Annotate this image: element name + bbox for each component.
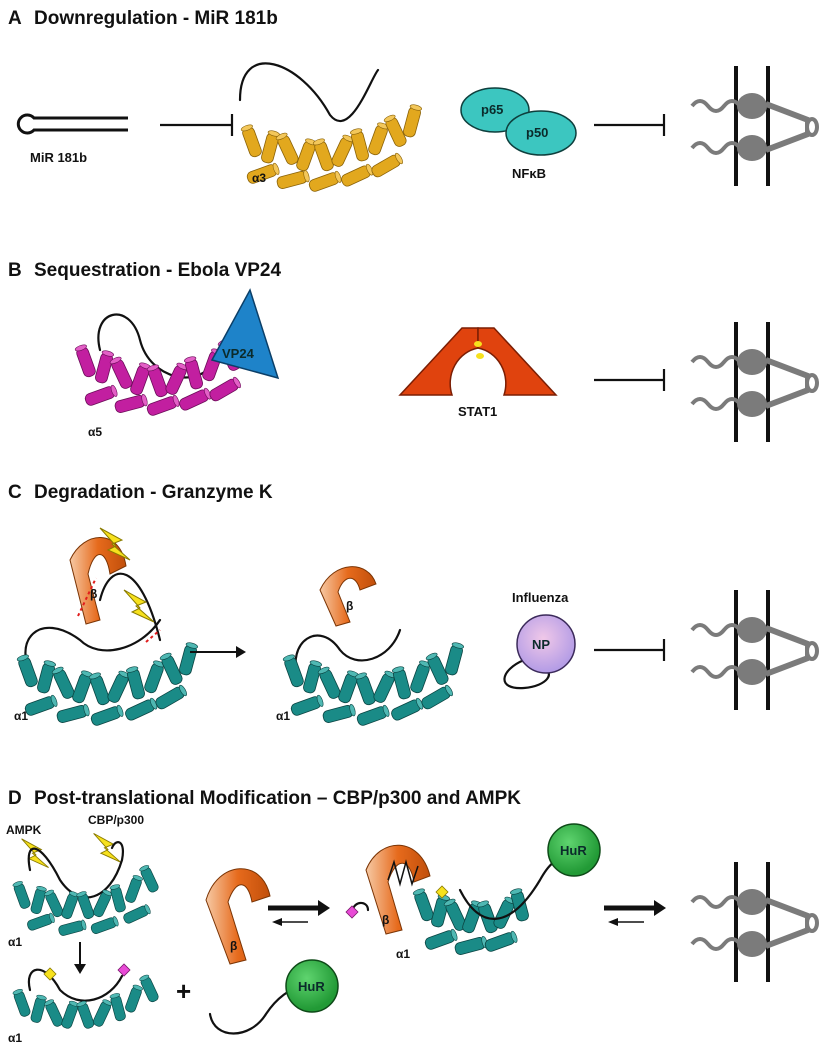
mrna-icon <box>692 66 817 186</box>
stat1-label: STAT1 <box>458 404 497 419</box>
teal-protein-c2 <box>282 628 465 728</box>
p50-label: p50 <box>526 125 548 140</box>
panel-d-letter: D <box>8 788 22 809</box>
mrna-icon <box>692 322 817 442</box>
beta-strand-d: β <box>205 868 271 965</box>
cleavage-mark-1 <box>77 577 97 617</box>
panel-a-title: Downregulation - MiR 181b <box>34 8 278 29</box>
teal-protein-d-bottom <box>11 963 160 1030</box>
panel-a-letter: A <box>8 8 22 29</box>
stat1-shape: STAT1 <box>398 327 558 419</box>
panel-b-letter: B <box>8 260 22 281</box>
nfkb-complex: p65 p50 NFκB <box>460 87 577 181</box>
panel-c-title: Degradation - Granzyme K <box>34 482 273 503</box>
inhibition-arrow-b <box>594 369 666 391</box>
inhibition-arrow-a2 <box>594 114 666 136</box>
helix-label-d-bottom: α1 <box>8 1031 22 1045</box>
beta-hur-complex: β α1 HuR <box>345 823 601 961</box>
panel-d: D Post-translational Modification – CBP/… <box>6 788 817 1045</box>
cbp-label: CBP/p300 <box>88 813 144 827</box>
helix-label-c1: α1 <box>14 709 28 723</box>
influenza-label: Influenza <box>512 590 569 605</box>
hur-label-complex: HuR <box>560 843 587 858</box>
beta-label-complex: β <box>382 913 389 927</box>
helix-label-d-top: α1 <box>8 935 22 949</box>
nfkb-label: NFκB <box>512 166 546 181</box>
helix-label-a: α3 <box>252 171 266 185</box>
hur-circle <box>285 959 339 1013</box>
vp24-label: VP24 <box>222 346 255 361</box>
np-label: NP <box>532 637 550 652</box>
p65-label: p65 <box>481 102 503 117</box>
lightning-bolt-icon <box>93 832 122 863</box>
beta-strand-c2: β <box>319 566 377 627</box>
down-arrow-head <box>74 964 86 974</box>
helix-label-c2: α1 <box>276 709 290 723</box>
hur-circle-complex <box>547 823 601 877</box>
teal-protein-c1 <box>16 572 199 728</box>
helix-label-b: α5 <box>88 425 102 439</box>
mrna-icon <box>692 862 817 982</box>
vp24-triangle: VP24 <box>210 288 280 380</box>
panel-b-title: Sequestration - Ebola VP24 <box>34 260 281 281</box>
helix-label-complex: α1 <box>396 947 410 961</box>
np-protein: Influenza NP <box>503 590 576 690</box>
plus-sign: + <box>176 976 191 1006</box>
panel-a: A Downregulation - MiR 181b MiR 181b <box>8 8 817 194</box>
hur-label: HuR <box>298 979 325 994</box>
magenta-protein <box>74 313 257 418</box>
p50-subunit <box>505 110 577 156</box>
mrna-icon <box>692 590 817 710</box>
equilibrium-arrows-icon <box>604 900 666 926</box>
ampk-label: AMPK <box>6 823 42 837</box>
hairpin-icon <box>16 113 128 135</box>
panel-c: C Degradation - Granzyme K β <box>8 482 817 728</box>
inhibition-arrow <box>160 114 234 136</box>
beta-label-d: β <box>230 939 237 953</box>
panel-c-letter: C <box>8 482 22 503</box>
panel-d-title: Post-translational Modification – CBP/p3… <box>34 788 521 809</box>
beta-label-c1: β <box>90 587 97 601</box>
panel-b: B Sequestration - Ebola VP24 VP24 α5 <box>8 260 817 442</box>
inhibition-arrow-c <box>594 639 666 661</box>
hur-protein: HuR <box>208 959 339 1035</box>
beta-label-c2: β <box>346 599 353 613</box>
mir-label: MiR 181b <box>30 150 87 165</box>
teal-protein-d-top <box>11 841 160 937</box>
np-circle <box>516 614 576 674</box>
reaction-arrow-head <box>236 646 246 658</box>
lightning-bolt-icon <box>21 838 50 869</box>
yellow-protein <box>238 62 423 194</box>
equilibrium-arrows-icon <box>268 900 330 926</box>
